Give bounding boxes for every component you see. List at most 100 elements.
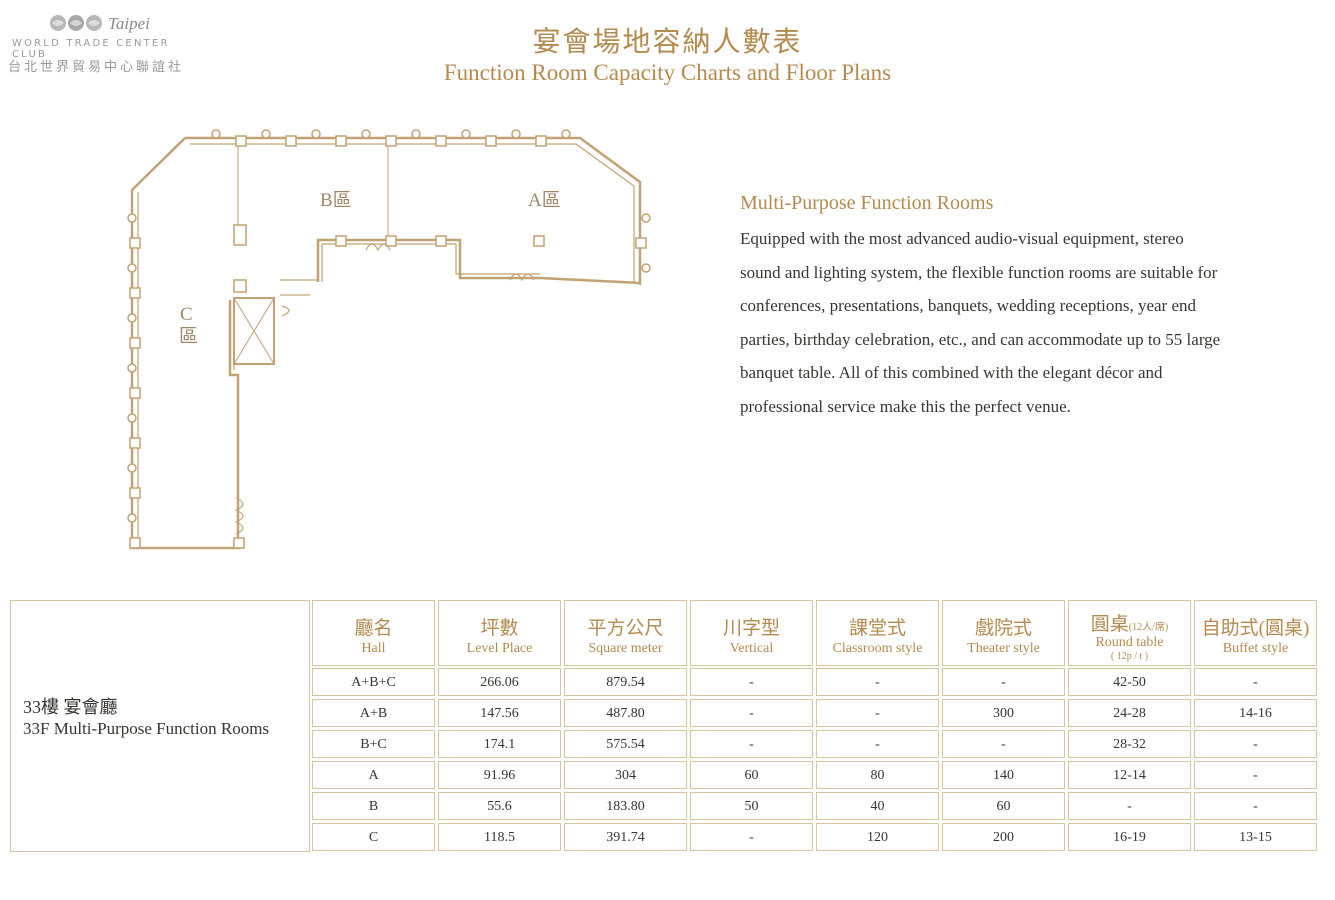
table-cell: - xyxy=(942,730,1065,758)
service-core xyxy=(233,297,275,365)
column-header-english: Square meter xyxy=(588,641,663,656)
table-cell: - xyxy=(942,668,1065,696)
table-cell: - xyxy=(690,730,813,758)
column-header: 戲院式 Theater style xyxy=(942,600,1065,666)
table-cell: - xyxy=(690,699,813,727)
table-cell: 12-14 xyxy=(1068,761,1191,789)
table-cell: - xyxy=(1194,761,1317,789)
table-cell: - xyxy=(690,823,813,851)
table-cell: 391.74 xyxy=(564,823,687,851)
column-header-chinese: 廳名 xyxy=(354,618,393,639)
table-cell: B xyxy=(312,792,435,820)
table-cell: 40 xyxy=(816,792,939,820)
column-header-chinese: 課堂式 xyxy=(848,618,906,639)
table-cell: 14-16 xyxy=(1194,699,1317,727)
table-cell: - xyxy=(816,730,939,758)
table-cell: B+C xyxy=(312,730,435,758)
table-cell: 147.56 xyxy=(438,699,561,727)
column-header: 課堂式 Classroom style xyxy=(816,600,939,666)
table-cell: A xyxy=(312,761,435,789)
column-header: 坪數 Level Place xyxy=(438,600,561,666)
floor-plan: B區 A區 C 區 xyxy=(127,129,651,550)
floor-name-english: 33F Multi-Purpose Function Rooms xyxy=(23,719,270,738)
outer-wall xyxy=(130,136,642,550)
description-line: conferences, presentations, banquets, we… xyxy=(740,296,1196,315)
table-cell: 42-50 xyxy=(1068,668,1191,696)
table-cell: 118.5 xyxy=(438,823,561,851)
column-header-chinese: 圓桌(12人/席) xyxy=(1090,614,1169,635)
table-cell: 174.1 xyxy=(438,730,561,758)
table-cell: A+B+C xyxy=(312,668,435,696)
page-title-chinese: 宴會場地容納人數表 xyxy=(532,27,803,58)
column-header-english: Vertical xyxy=(729,641,774,656)
inner-wall-ab xyxy=(316,238,641,285)
globe-logo-icon xyxy=(50,15,102,31)
table-cell: 200 xyxy=(942,823,1065,851)
table-cell: 183.80 xyxy=(564,792,687,820)
table-cell: 28-32 xyxy=(1068,730,1191,758)
description-line: Equipped with the most advanced audio-vi… xyxy=(740,229,1184,248)
table-cell: 16-19 xyxy=(1068,823,1191,851)
table-cell: 91.96 xyxy=(438,761,561,789)
column-header: 圓桌(12人/席)Round table( 12p / t ) xyxy=(1068,600,1191,666)
description-line: banquet table. All of this combined with… xyxy=(740,363,1163,382)
column-header-english: Hall xyxy=(361,641,386,656)
table-cell: 120 xyxy=(816,823,939,851)
column-header: 廳名 Hall xyxy=(312,600,435,666)
table-cell: - xyxy=(1068,792,1191,820)
table-cell: - xyxy=(1194,792,1317,820)
page-title-english: Function Room Capacity Charts and Floor … xyxy=(443,60,892,85)
table-cell: 50 xyxy=(690,792,813,820)
table-cell: - xyxy=(1194,668,1317,696)
column-header-chinese: 平方公尺 xyxy=(587,618,664,639)
table-cell: - xyxy=(816,668,939,696)
description-line: sound and lighting system, the flexible … xyxy=(740,262,1218,282)
table-cell: 879.54 xyxy=(564,668,687,696)
column-header: 自助式(圓桌) Buffet style xyxy=(1194,600,1317,666)
table-cell: A+B xyxy=(312,699,435,727)
column-header: 平方公尺 Square meter xyxy=(564,600,687,666)
plan-label-c-top: C xyxy=(180,304,193,325)
table-cell: - xyxy=(816,699,939,727)
club-logo: Taipei WORLD TRADE CENTER CLUB 台北世界貿易中心聯… xyxy=(8,10,188,80)
table-cell: 266.06 xyxy=(438,668,561,696)
column-header-english-note: ( 12p / t ) xyxy=(1110,651,1149,662)
description-title: Multi-Purpose Function Rooms xyxy=(740,192,994,214)
column-header-english: Round table xyxy=(1095,635,1164,650)
table-cell: 487.80 xyxy=(564,699,687,727)
column-header-chinese-note: (12人/席) xyxy=(1128,622,1169,633)
floor-name-chinese: 33樓 宴會廳 xyxy=(23,697,118,717)
table-cell: 60 xyxy=(942,792,1065,820)
table-cell: 300 xyxy=(942,699,1065,727)
plan-label-a: A區 xyxy=(528,190,561,211)
table-cell: 140 xyxy=(942,761,1065,789)
table-cell: C xyxy=(312,823,435,851)
inner-wall-c xyxy=(228,300,240,548)
table-cell: 13-15 xyxy=(1194,823,1317,851)
column-header-chinese: 川字型 xyxy=(722,618,780,639)
column-header-english: Classroom style xyxy=(832,641,923,656)
column-header-chinese: 坪數 xyxy=(480,618,519,639)
table-cell: 60 xyxy=(690,761,813,789)
column-header: 川字型 Vertical xyxy=(690,600,813,666)
column-header-english: Buffet style xyxy=(1222,641,1289,656)
floor-cell: 33樓 宴會廳 33F Multi-Purpose Function Rooms xyxy=(10,600,310,852)
table-cell: - xyxy=(690,668,813,696)
table-cell: - xyxy=(1194,730,1317,758)
logo-english-name: WORLD TRADE CENTER CLUB xyxy=(12,38,170,60)
plan-label-c-bottom: 區 xyxy=(179,326,198,347)
table-cell: 575.54 xyxy=(564,730,687,758)
column-header-chinese: 戲院式 xyxy=(974,618,1032,639)
column-header-chinese: 自助式(圓桌) xyxy=(1201,618,1310,639)
logo-script: Taipei xyxy=(108,14,150,33)
plan-label-b: B區 xyxy=(320,190,352,211)
table-cell: 304 xyxy=(564,761,687,789)
table-cell: 24-28 xyxy=(1068,699,1191,727)
description-body: Equipped with the most advanced audio-vi… xyxy=(740,222,1300,423)
column-header-english: Level Place xyxy=(466,641,533,656)
description-line: professional service make this the perfe… xyxy=(740,396,1071,416)
column-header-english: Theater style xyxy=(967,641,1040,656)
description-line: parties, birthday celebration, etc., and… xyxy=(740,329,1221,349)
table-cell: 80 xyxy=(816,761,939,789)
logo-chinese-name: 台北世界貿易中心聯誼社 xyxy=(8,60,185,75)
